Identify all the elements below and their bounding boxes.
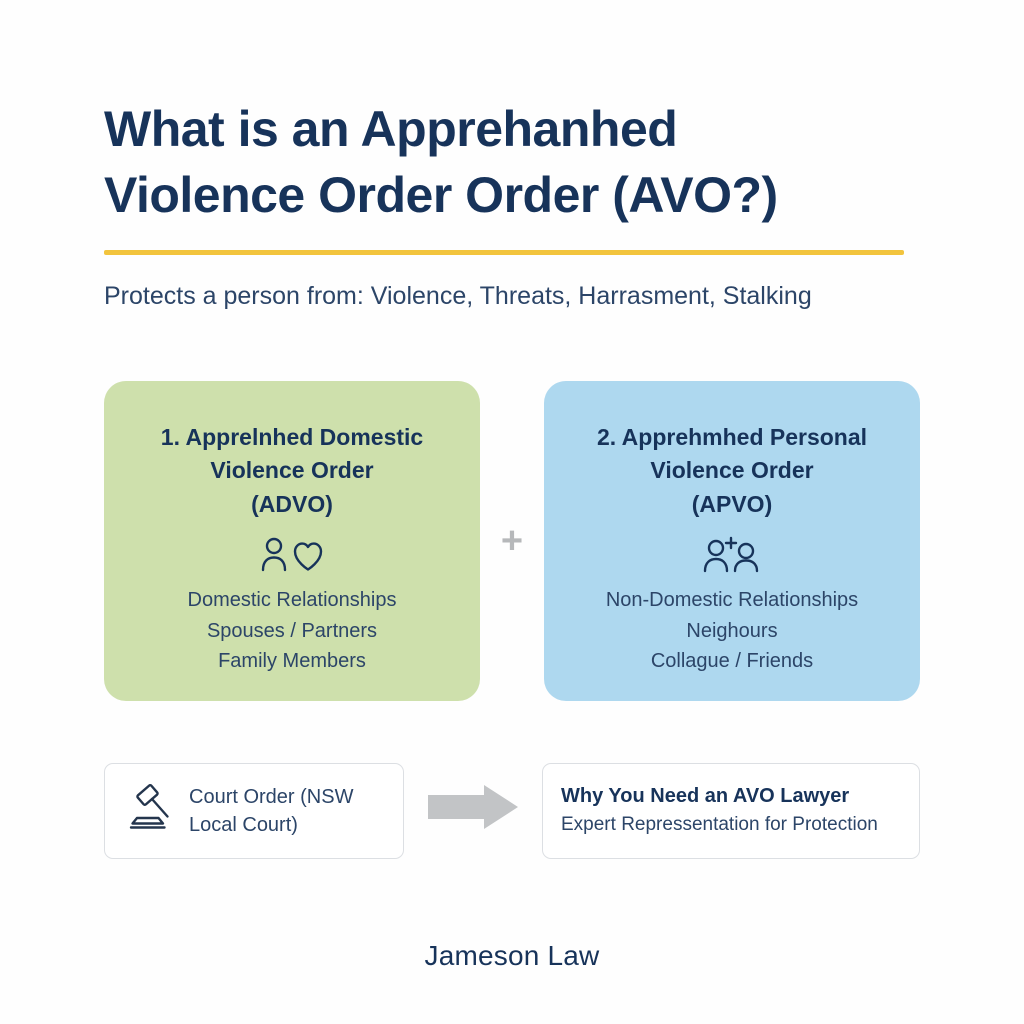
gold-divider — [104, 250, 904, 255]
card-advo-title-line-1: 1. Apprelnhed Domestic — [160, 423, 424, 450]
card-apvo-title-line-3: (APVO) — [691, 491, 773, 518]
page-title: What is an Apprehanhed Violence Order Or… — [104, 96, 920, 228]
avo-types-row: 1. Apprelnhed Domestic Violence Order (A… — [0, 380, 1024, 701]
header: What is an Apprehanhed Violence Order Or… — [0, 0, 1024, 313]
arrow-right-icon — [425, 784, 521, 837]
card-apvo-item-2: Collague / Friends — [650, 650, 814, 673]
card-apvo-title-line-1: 2. Apprehmhed Personal — [596, 423, 868, 450]
card-advo-title-line-3: (ADVO) — [251, 491, 333, 518]
card-advo-item-1: Spouses / Partners — [206, 619, 378, 642]
court-order-line-1: Court Order (NSW — [189, 785, 354, 808]
card-apvo-items: Non-Domestic Relationships Neighours Col… — [606, 585, 858, 676]
avo-lawyer-subheading: Expert Repressentation for Protection — [561, 814, 878, 836]
card-advo-title-line-2: Violence Order — [210, 457, 374, 484]
card-advo[interactable]: 1. Apprelnhed Domestic Violence Order (A… — [104, 380, 480, 701]
plus-connector-icon: + — [500, 519, 524, 562]
two-people-plus-icon — [701, 535, 763, 573]
page-subtitle: Protects a person from: Violence, Threat… — [104, 282, 812, 310]
footer: Jameson Law — [0, 940, 1024, 1024]
court-order-line-2: Local Court) — [189, 813, 298, 836]
brand-name: Jameson Law — [424, 940, 600, 971]
card-apvo-item-1: Neighours — [686, 619, 778, 642]
person-heart-icon — [259, 535, 325, 573]
card-apvo-title: 2. Apprehmhed Personal Violence Order (A… — [597, 421, 867, 522]
court-order-box[interactable]: Court Order (NSW Local Court) — [104, 762, 404, 859]
card-advo-items: Domestic Relationships Spouses / Partner… — [188, 585, 397, 676]
card-advo-item-0: Domestic Relationships — [187, 589, 397, 612]
court-order-text: Court Order (NSW Local Court) — [189, 783, 353, 839]
page-title-line-2: Violence Order Order (AVO?) — [104, 167, 778, 223]
card-apvo-title-line-2: Violence Order — [650, 457, 814, 484]
card-advo-item-2: Family Members — [218, 650, 366, 673]
avo-lawyer-box[interactable]: Why You Need an AVO Lawyer Expert Repres… — [542, 762, 920, 859]
card-apvo-item-0: Non-Domestic Relationships — [605, 589, 859, 612]
page-title-line-1: What is an Apprehanhed — [104, 101, 678, 157]
gavel-icon — [123, 783, 175, 838]
avo-lawyer-heading: Why You Need an AVO Lawyer — [561, 785, 850, 808]
card-apvo[interactable]: 2. Apprehmhed Personal Violence Order (A… — [544, 380, 920, 701]
outcome-row: Court Order (NSW Local Court) Why You Ne… — [0, 762, 1024, 859]
card-advo-title: 1. Apprelnhed Domestic Violence Order (A… — [161, 421, 423, 522]
